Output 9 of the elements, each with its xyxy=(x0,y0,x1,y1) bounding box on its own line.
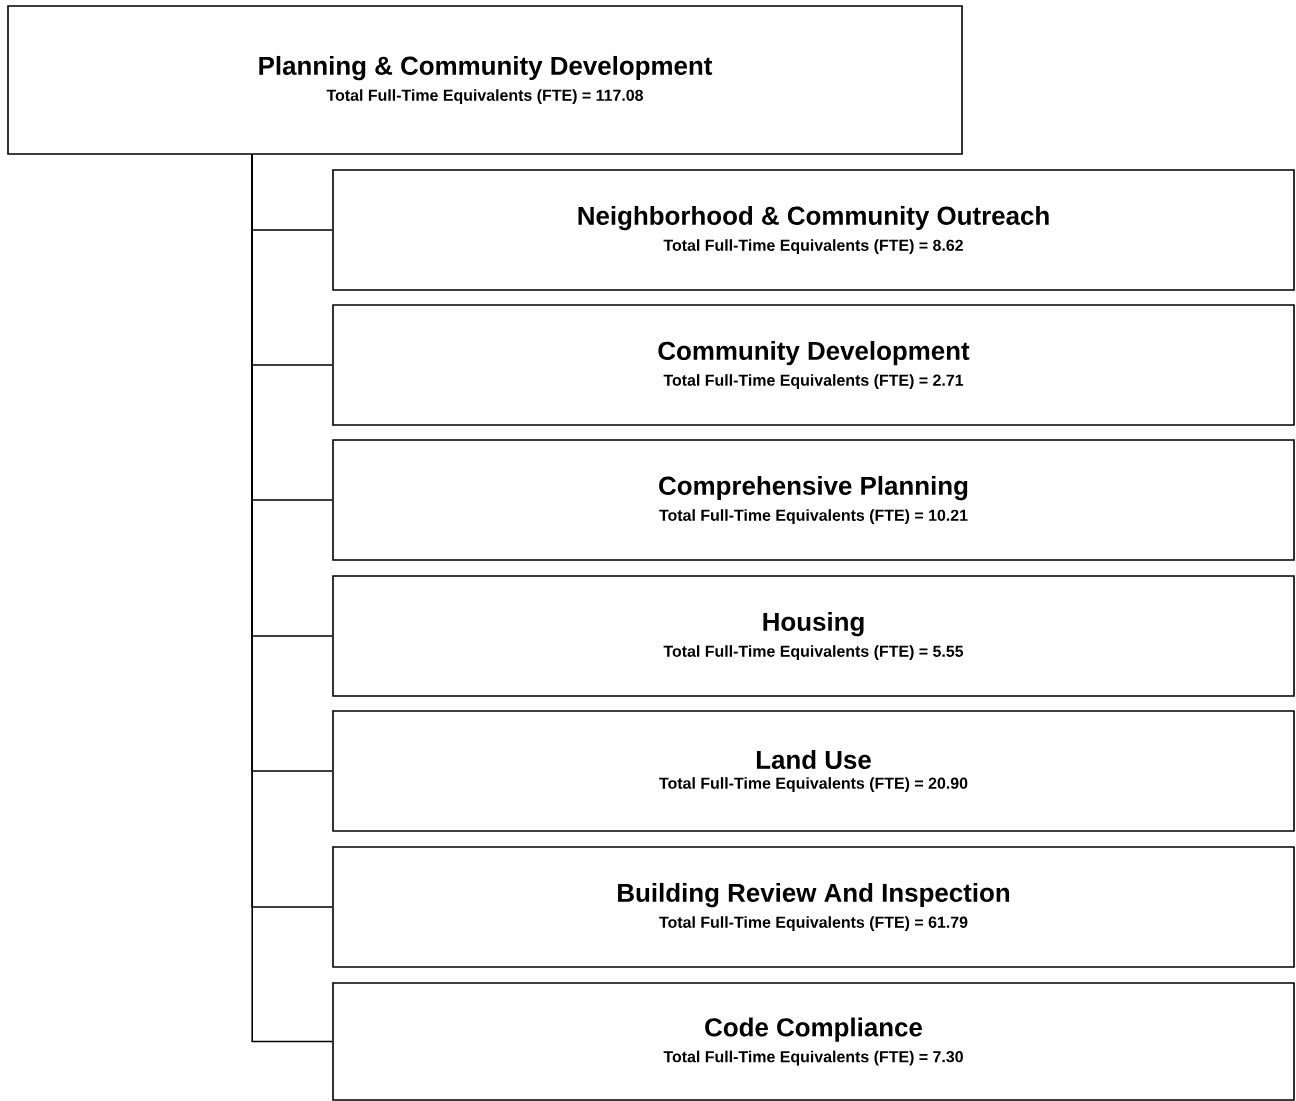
unit-box: Building Review And Inspection Total Full-Time Equivalents (FTE) = 61.79 xyxy=(332,846,1295,968)
unit-box: Housing Total Full-Time Equivalents (FTE) = 5.55 xyxy=(332,575,1295,697)
unit-box: Comprehensive Planning Total Full-Time Equivalents (FTE) = 10.21 xyxy=(332,439,1295,561)
unit-box: Land Use Total Full-Time Equivalents (FTE) = 20.90 xyxy=(332,710,1295,832)
connector-line xyxy=(251,154,333,1043)
unit-box: Code Compliance Total Full-Time Equivalents (FTE) = 7.30 xyxy=(332,982,1295,1101)
unit-box: Community Development Total Full-Time Equivalents (FTE) = 2.71 xyxy=(332,304,1295,426)
unit-box: Neighborhood & Community Outreach Total Full-Time Equivalents (FTE) = 8.62 xyxy=(332,169,1295,291)
unit-box: Planning & Community Development Total Full-Time Equivalents (FTE) = 117.08 xyxy=(7,5,963,155)
